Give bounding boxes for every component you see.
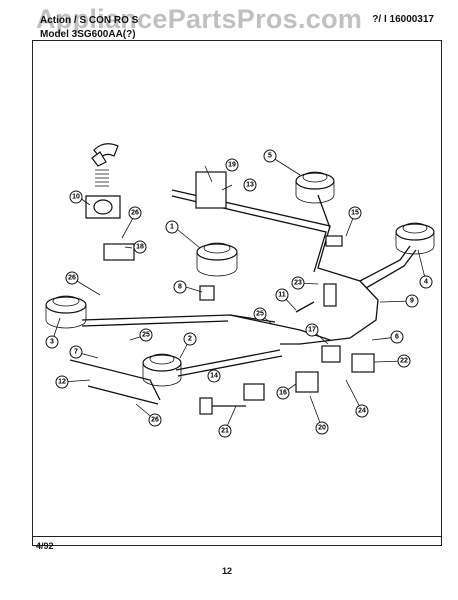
svg-text:19: 19 <box>228 162 236 169</box>
spring <box>95 169 109 187</box>
callout-11: 11 <box>275 288 289 302</box>
callout-1: 1 <box>165 220 179 234</box>
callout-9: 9 <box>405 294 419 308</box>
callout-26c: 26 <box>148 413 162 427</box>
callout-18: 18 <box>133 240 147 254</box>
svg-text:13: 13 <box>246 182 254 189</box>
svg-text:24: 24 <box>358 408 366 415</box>
svg-text:1: 1 <box>170 224 174 231</box>
svg-text:3: 3 <box>50 339 54 346</box>
svg-text:26: 26 <box>151 417 159 424</box>
callout-3: 3 <box>45 335 59 349</box>
callout-21: 21 <box>218 424 232 438</box>
regulator <box>85 195 121 219</box>
svg-text:18: 18 <box>136 244 144 251</box>
callout-19: 19 <box>225 158 239 172</box>
callout-26b: 26 <box>65 271 79 285</box>
svg-text:21: 21 <box>221 428 229 435</box>
svg-text:20: 20 <box>318 425 326 432</box>
svg-text:12: 12 <box>58 379 66 386</box>
callout-12: 12 <box>55 375 69 389</box>
callout-16: 16 <box>276 386 290 400</box>
callout-26a: 26 <box>128 206 142 220</box>
callout-14: 14 <box>207 369 221 383</box>
valve-assemblies <box>69 171 375 415</box>
callout-6: 6 <box>390 330 404 344</box>
elbow-fitting <box>91 143 119 167</box>
burner-1 <box>196 242 238 277</box>
burner-5 <box>295 171 335 204</box>
svg-text:6: 6 <box>395 334 399 341</box>
callout-17: 17 <box>305 323 319 337</box>
burner-2 <box>142 353 182 387</box>
page-header: Action / S CON RO S Model 3SG600AA(?) <box>40 14 138 42</box>
svg-text:26: 26 <box>68 275 76 282</box>
callout-7: 7 <box>69 345 83 359</box>
callout-5: 5 <box>263 149 277 163</box>
header-title: Action / S CON RO S <box>40 15 139 26</box>
footer-divider <box>32 536 441 537</box>
svg-text:17: 17 <box>308 327 316 334</box>
watermark: AppliancePartsPros.com <box>36 4 363 34</box>
svg-text:26: 26 <box>131 210 139 217</box>
svg-text:15: 15 <box>351 210 359 217</box>
callout-15: 15 <box>348 206 362 220</box>
svg-text:25: 25 <box>142 332 150 339</box>
callout-24: 24 <box>355 404 369 418</box>
callout-22: 22 <box>397 354 411 368</box>
callout-23: 23 <box>291 276 305 290</box>
page-number: 12 <box>222 566 233 576</box>
callout-25a: 25 <box>253 307 267 321</box>
callout-20: 20 <box>315 421 329 435</box>
svg-text:10: 10 <box>72 194 80 201</box>
svg-text:4: 4 <box>424 279 428 286</box>
header-model: Model 3SG600AA(?) <box>40 29 136 40</box>
callout-25b: 25 <box>139 328 153 342</box>
callout-4: 4 <box>419 275 433 289</box>
callout-13: 13 <box>243 178 257 192</box>
burner-3 <box>45 295 87 329</box>
diagram-frame <box>32 40 442 546</box>
svg-text:11: 11 <box>278 292 286 299</box>
revision-date: 4/92 <box>36 541 54 551</box>
header-reference: ?/ I 16000317 <box>372 14 434 25</box>
svg-text:7: 7 <box>74 349 78 356</box>
svg-text:25: 25 <box>256 311 264 318</box>
callout-2: 2 <box>183 332 197 346</box>
svg-text:2: 2 <box>188 336 192 343</box>
svg-text:8: 8 <box>178 284 182 291</box>
svg-text:23: 23 <box>294 280 302 287</box>
burner-4 <box>395 222 435 255</box>
svg-text:5: 5 <box>268 153 272 160</box>
svg-text:22: 22 <box>400 358 408 365</box>
svg-text:14: 14 <box>210 373 218 380</box>
callout-8: 8 <box>173 280 187 294</box>
callout-10: 10 <box>69 190 83 204</box>
svg-text:9: 9 <box>410 298 414 305</box>
svg-text:16: 16 <box>279 390 287 397</box>
